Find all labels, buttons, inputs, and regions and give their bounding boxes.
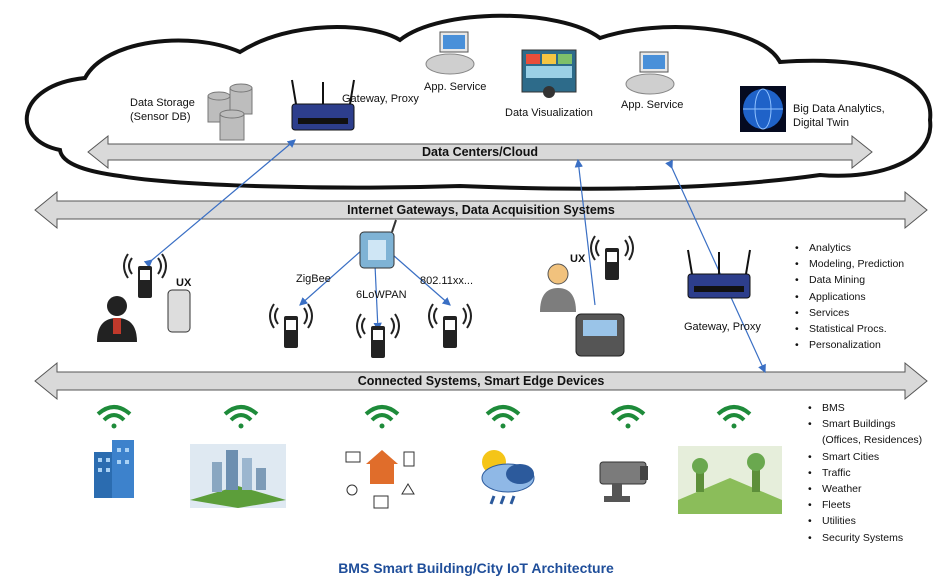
cloud-band-label: Data Centers/Cloud bbox=[422, 145, 538, 159]
wifi-icon-5 bbox=[610, 405, 646, 429]
analytics-item: Modeling, Prediction bbox=[795, 256, 904, 272]
edge-gateway-label: Gateway, Proxy bbox=[684, 321, 761, 333]
analytics-item: Applications bbox=[795, 289, 904, 305]
ux-label-right: UX bbox=[570, 253, 586, 265]
data-storage-line-1: Data Storage bbox=[130, 97, 195, 109]
data-visualization-label: Data Visualization bbox=[505, 107, 593, 119]
application-item: Fleets bbox=[808, 497, 922, 513]
analytics-item: Personalization bbox=[795, 337, 904, 353]
big-data-label: Big Data Analytics, Digital Twin bbox=[793, 102, 885, 130]
big-data-line-1: Big Data Analytics, bbox=[793, 103, 885, 115]
wifi-icon-2 bbox=[223, 405, 259, 429]
wireless-device-icon-ux-left bbox=[123, 253, 167, 298]
data-storage-label: Data Storage (Sensor DB) bbox=[130, 96, 195, 124]
smart-city-icon bbox=[190, 444, 286, 508]
wifi-icon-3 bbox=[364, 405, 400, 429]
wireless-device-icon-1 bbox=[269, 303, 313, 348]
app-service-cloud-icon-1 bbox=[425, 31, 475, 75]
office-building-icon bbox=[94, 440, 134, 498]
application-item: BMS bbox=[808, 400, 922, 416]
application-item: Smart Cities bbox=[808, 449, 922, 465]
analytics-item: Analytics bbox=[795, 240, 904, 256]
smart-landscape-icon bbox=[678, 446, 782, 514]
weather-icon bbox=[481, 450, 535, 505]
handheld-terminal-icon bbox=[575, 313, 625, 357]
dashboard-icon bbox=[521, 49, 577, 98]
wifi-icons bbox=[96, 405, 752, 429]
globe-icon bbox=[740, 86, 786, 132]
wireless-gateway-icon bbox=[359, 219, 397, 269]
edge-band-label: Connected Systems, Smart Edge Devices bbox=[357, 374, 605, 388]
wireless-device-icon-2 bbox=[356, 313, 400, 358]
wifi-icon-6 bbox=[716, 405, 752, 429]
technician-icon bbox=[540, 263, 576, 312]
analytics-item: Statistical Procs. bbox=[795, 321, 904, 337]
app-service-cloud-icon-2 bbox=[625, 51, 675, 95]
security-camera-icon bbox=[599, 461, 648, 502]
application-item: Traffic bbox=[808, 465, 922, 481]
application-item: Utilities bbox=[808, 513, 922, 529]
wireless-device-icon-3 bbox=[428, 303, 472, 348]
application-item: Smart Buildings bbox=[808, 416, 922, 432]
analytics-item: Services bbox=[795, 305, 904, 321]
analytics-list: Analytics Modeling, Prediction Data Mini… bbox=[795, 240, 904, 354]
zigbee-label: ZigBee bbox=[296, 273, 331, 285]
ux-label-left: UX bbox=[176, 277, 192, 289]
data-storage-line-2: (Sensor DB) bbox=[130, 111, 191, 123]
analytics-item: Data Mining bbox=[795, 272, 904, 288]
applications-list: BMS Smart Buildings (Offices, Residences… bbox=[808, 400, 922, 546]
diagram-caption: BMS Smart Building/City IoT Architecture bbox=[338, 560, 614, 576]
smartphone-icon bbox=[167, 289, 191, 333]
app-service-label-1: App. Service bbox=[424, 81, 487, 93]
person-icon bbox=[97, 296, 137, 342]
big-data-line-2: Digital Twin bbox=[793, 117, 850, 129]
sixlowpan-label: 6LoWPAN bbox=[356, 289, 407, 301]
wireless-device-icon-ux-right bbox=[590, 235, 634, 280]
application-item: (Offices, Residences) bbox=[822, 434, 923, 447]
app-service-label-2: App. Service bbox=[621, 99, 684, 111]
internet-band-label: Internet Gateways, Data Acquisition Syst… bbox=[347, 203, 615, 217]
smart-home-icon bbox=[345, 450, 415, 509]
application-item: Security Systems bbox=[808, 530, 922, 546]
router-icon bbox=[291, 79, 355, 131]
application-item: Weather bbox=[808, 481, 922, 497]
wifi-icon-1 bbox=[96, 405, 132, 429]
wifi-802-label: 802.11xx... bbox=[420, 275, 473, 287]
database-icon bbox=[207, 83, 253, 141]
wifi-icon-4 bbox=[485, 405, 521, 429]
cloud-gateway-label: Gateway, Proxy bbox=[342, 93, 419, 105]
router-icon-2 bbox=[687, 249, 751, 299]
